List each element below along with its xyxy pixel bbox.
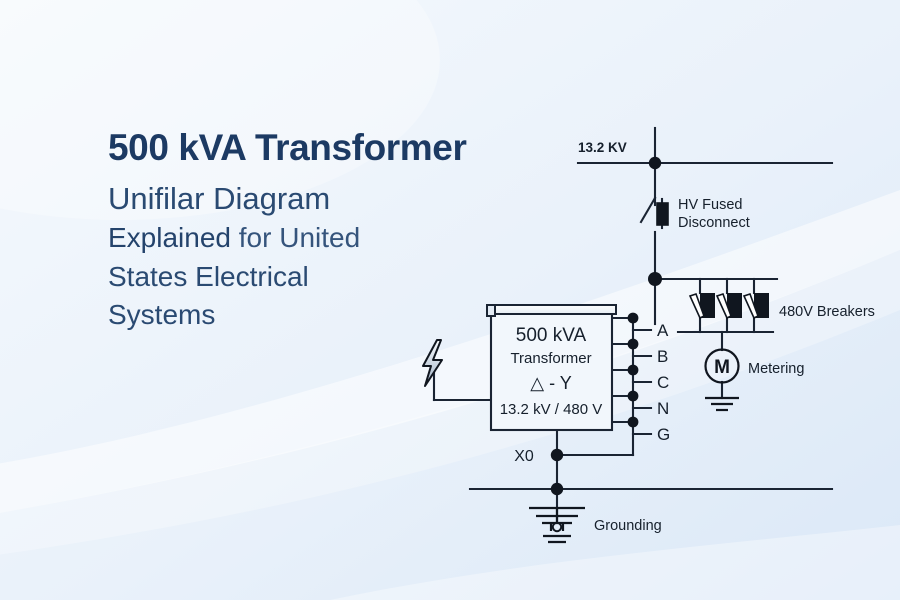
subtitle-line-2: Explained for United [108, 219, 508, 258]
title-block: 500 kVA Transformer Unifilar Diagram Exp… [108, 126, 508, 335]
terminal-label-C: C [657, 373, 669, 392]
breakers-label: 480V Breakers [779, 304, 875, 320]
transformer-connection-label: △ - Y [530, 373, 572, 393]
fuse-icon [656, 202, 669, 226]
terminal-label-A: A [657, 321, 669, 340]
ground-icon [705, 396, 739, 412]
circuit-breaker-icon [742, 292, 769, 320]
dot-G [627, 416, 639, 428]
subtitle-emphasis: Explained [108, 221, 231, 253]
breaker-symbols [688, 292, 769, 320]
terminal-label-G: G [657, 425, 670, 444]
dot-N [627, 390, 639, 402]
terminal-label-N: N [657, 399, 669, 418]
disconnect-blade [639, 196, 657, 224]
meter-icon: M [704, 348, 740, 384]
subtitle-line-3: States Electrical [108, 260, 309, 292]
dot-hv-bus [648, 156, 662, 170]
hv-disconnect-label-line1: HV Fused [678, 197, 742, 213]
junction-dots [550, 156, 662, 496]
metering-label: Metering [748, 361, 804, 377]
meter-symbol-label: M [714, 357, 730, 378]
transformer-rating-label: 500 kVA [516, 325, 587, 346]
transformer-voltages-label: 13.2 kV / 480 V [500, 401, 603, 418]
dot-A [627, 312, 639, 324]
lightning-bolt-icon [422, 339, 443, 387]
transformer-kind-label: Transformer [510, 350, 591, 367]
dot-hv-tap [648, 272, 662, 286]
transformer-box [486, 304, 617, 432]
neutral-terminal-label: X0 [514, 448, 534, 465]
terminal-label-B: B [657, 347, 668, 366]
page-title: 500 kVA Transformer [108, 127, 467, 168]
terminal-labels: A B C N G [657, 321, 670, 444]
dot-C [627, 364, 639, 376]
subtitle-line-1: Unifilar Diagram [108, 180, 331, 216]
circuit-breaker-icon [688, 292, 715, 320]
grounding-electrode-icon [529, 506, 585, 544]
dot-x0 [550, 448, 564, 462]
hv-bus-label: 13.2 KV [578, 140, 627, 155]
hv-disconnect-label-line2: Disconnect [678, 215, 750, 231]
subtitle-rest: for United [230, 221, 361, 253]
grounding-label: Grounding [594, 518, 662, 534]
dot-ground-bus [550, 482, 564, 496]
subtitle-line-4: Systems [108, 299, 216, 331]
dot-B [627, 338, 639, 350]
circuit-breaker-icon [715, 292, 742, 320]
